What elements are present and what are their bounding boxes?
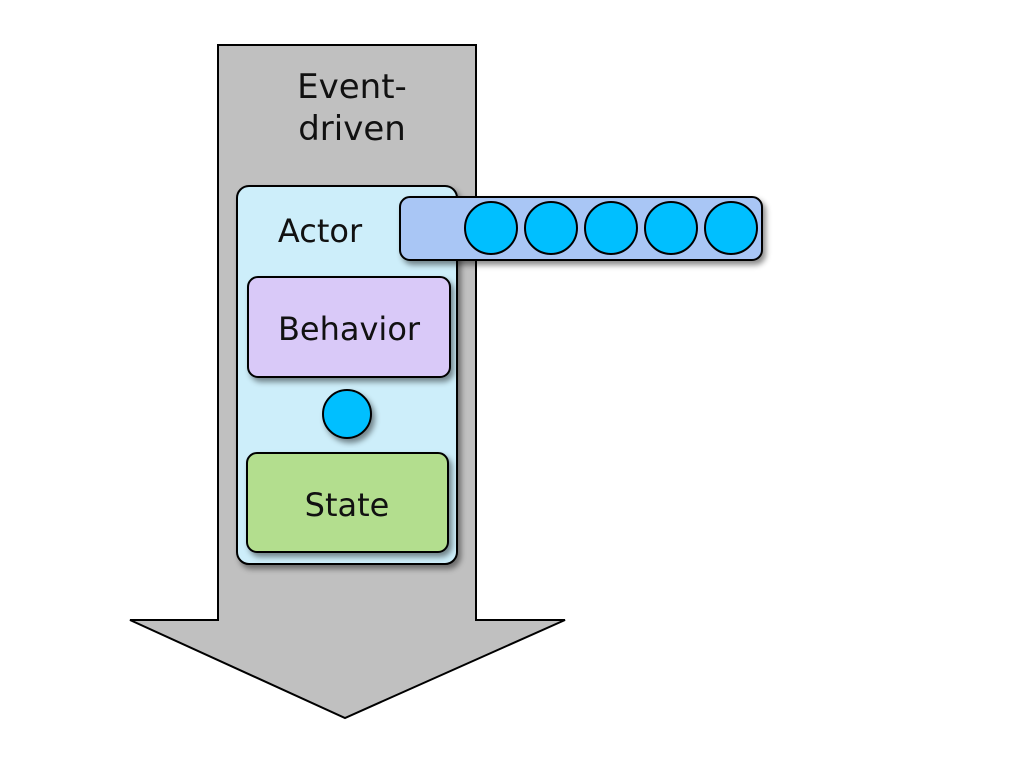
mailbox-message-circle: [644, 201, 698, 255]
behavior-box: [247, 276, 451, 378]
actor-label: Actor: [278, 212, 363, 250]
arrow-label-line2: driven: [298, 109, 406, 149]
state-box: [246, 452, 449, 553]
current-message-circle: [322, 389, 372, 439]
behavior-label: Behavior: [278, 310, 421, 348]
mailbox-message-circle: [464, 201, 518, 255]
mailbox-message-circle: [704, 201, 758, 255]
arrow-label-line1: Event-: [297, 67, 407, 107]
mailbox-messages: [464, 201, 758, 255]
mailbox-message-circle: [524, 201, 578, 255]
mailbox-message-circle: [584, 201, 638, 255]
state-label: State: [305, 486, 390, 524]
